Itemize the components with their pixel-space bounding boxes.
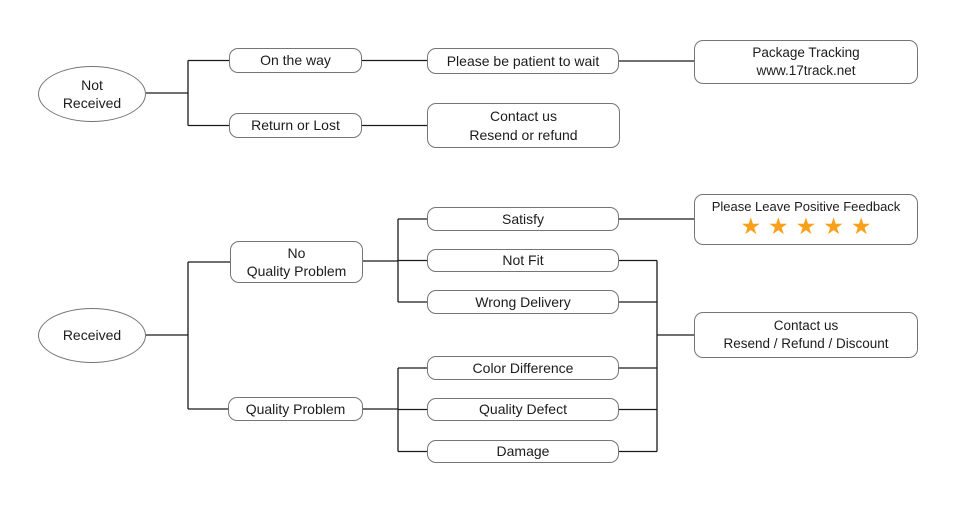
node-label: No: [287, 244, 306, 261]
node-quality-defect: Quality Defect: [427, 398, 619, 421]
node-label: Wrong Delivery: [475, 293, 571, 310]
node-label: Quality Problem: [245, 400, 346, 417]
node-contact-resend-refund: Contact us Resend or refund: [427, 103, 620, 148]
node-label: Not: [81, 76, 103, 93]
node-label: Damage: [496, 443, 550, 460]
node-label: Not Fit: [502, 252, 544, 269]
node-label: Quality Problem: [246, 263, 347, 279]
node-return-or-lost: Return or Lost: [229, 113, 362, 138]
node-label: Contact us: [773, 318, 839, 334]
node-positive-feedback: Please Leave Positive Feedback ★★★★★: [694, 194, 918, 245]
node-label: Return or Lost: [251, 117, 340, 134]
node-wrong-delivery: Wrong Delivery: [427, 290, 619, 314]
node-no-quality-problem: No Quality Problem: [230, 241, 363, 283]
node-damage: Damage: [427, 440, 619, 463]
node-label: Received: [62, 327, 122, 344]
node-on-the-way: On the way: [229, 48, 362, 73]
node-label: Resend or refund: [469, 126, 578, 143]
node-color-difference: Color Difference: [427, 356, 619, 380]
node-be-patient: Please be patient to wait: [427, 48, 619, 74]
node-label: Please be patient to wait: [446, 52, 600, 69]
node-package-tracking: Package Tracking www.17track.net: [694, 40, 918, 84]
node-received: Received: [38, 308, 146, 363]
tracking-url: www.17track.net: [756, 63, 856, 78]
node-quality-problem: Quality Problem: [228, 397, 363, 421]
node-label: Resend / Refund / Discount: [723, 336, 889, 351]
node-contact-discount: Contact us Resend / Refund / Discount: [694, 312, 918, 358]
node-label: Contact us: [490, 108, 557, 125]
node-label: Please Leave Positive Feedback: [711, 198, 901, 214]
node-not-fit: Not Fit: [427, 249, 619, 272]
five-star-rating-icon: ★★★★★: [740, 214, 879, 241]
node-label: Color Difference: [472, 359, 574, 376]
node-label: Satisfy: [501, 210, 544, 227]
node-label: On the way: [260, 52, 331, 69]
node-label: Package Tracking: [752, 45, 860, 61]
node-not-received: Not Received: [38, 66, 146, 122]
node-label: Received: [62, 95, 122, 111]
node-label: Quality Defect: [479, 401, 567, 418]
node-satisfy: Satisfy: [427, 207, 619, 231]
